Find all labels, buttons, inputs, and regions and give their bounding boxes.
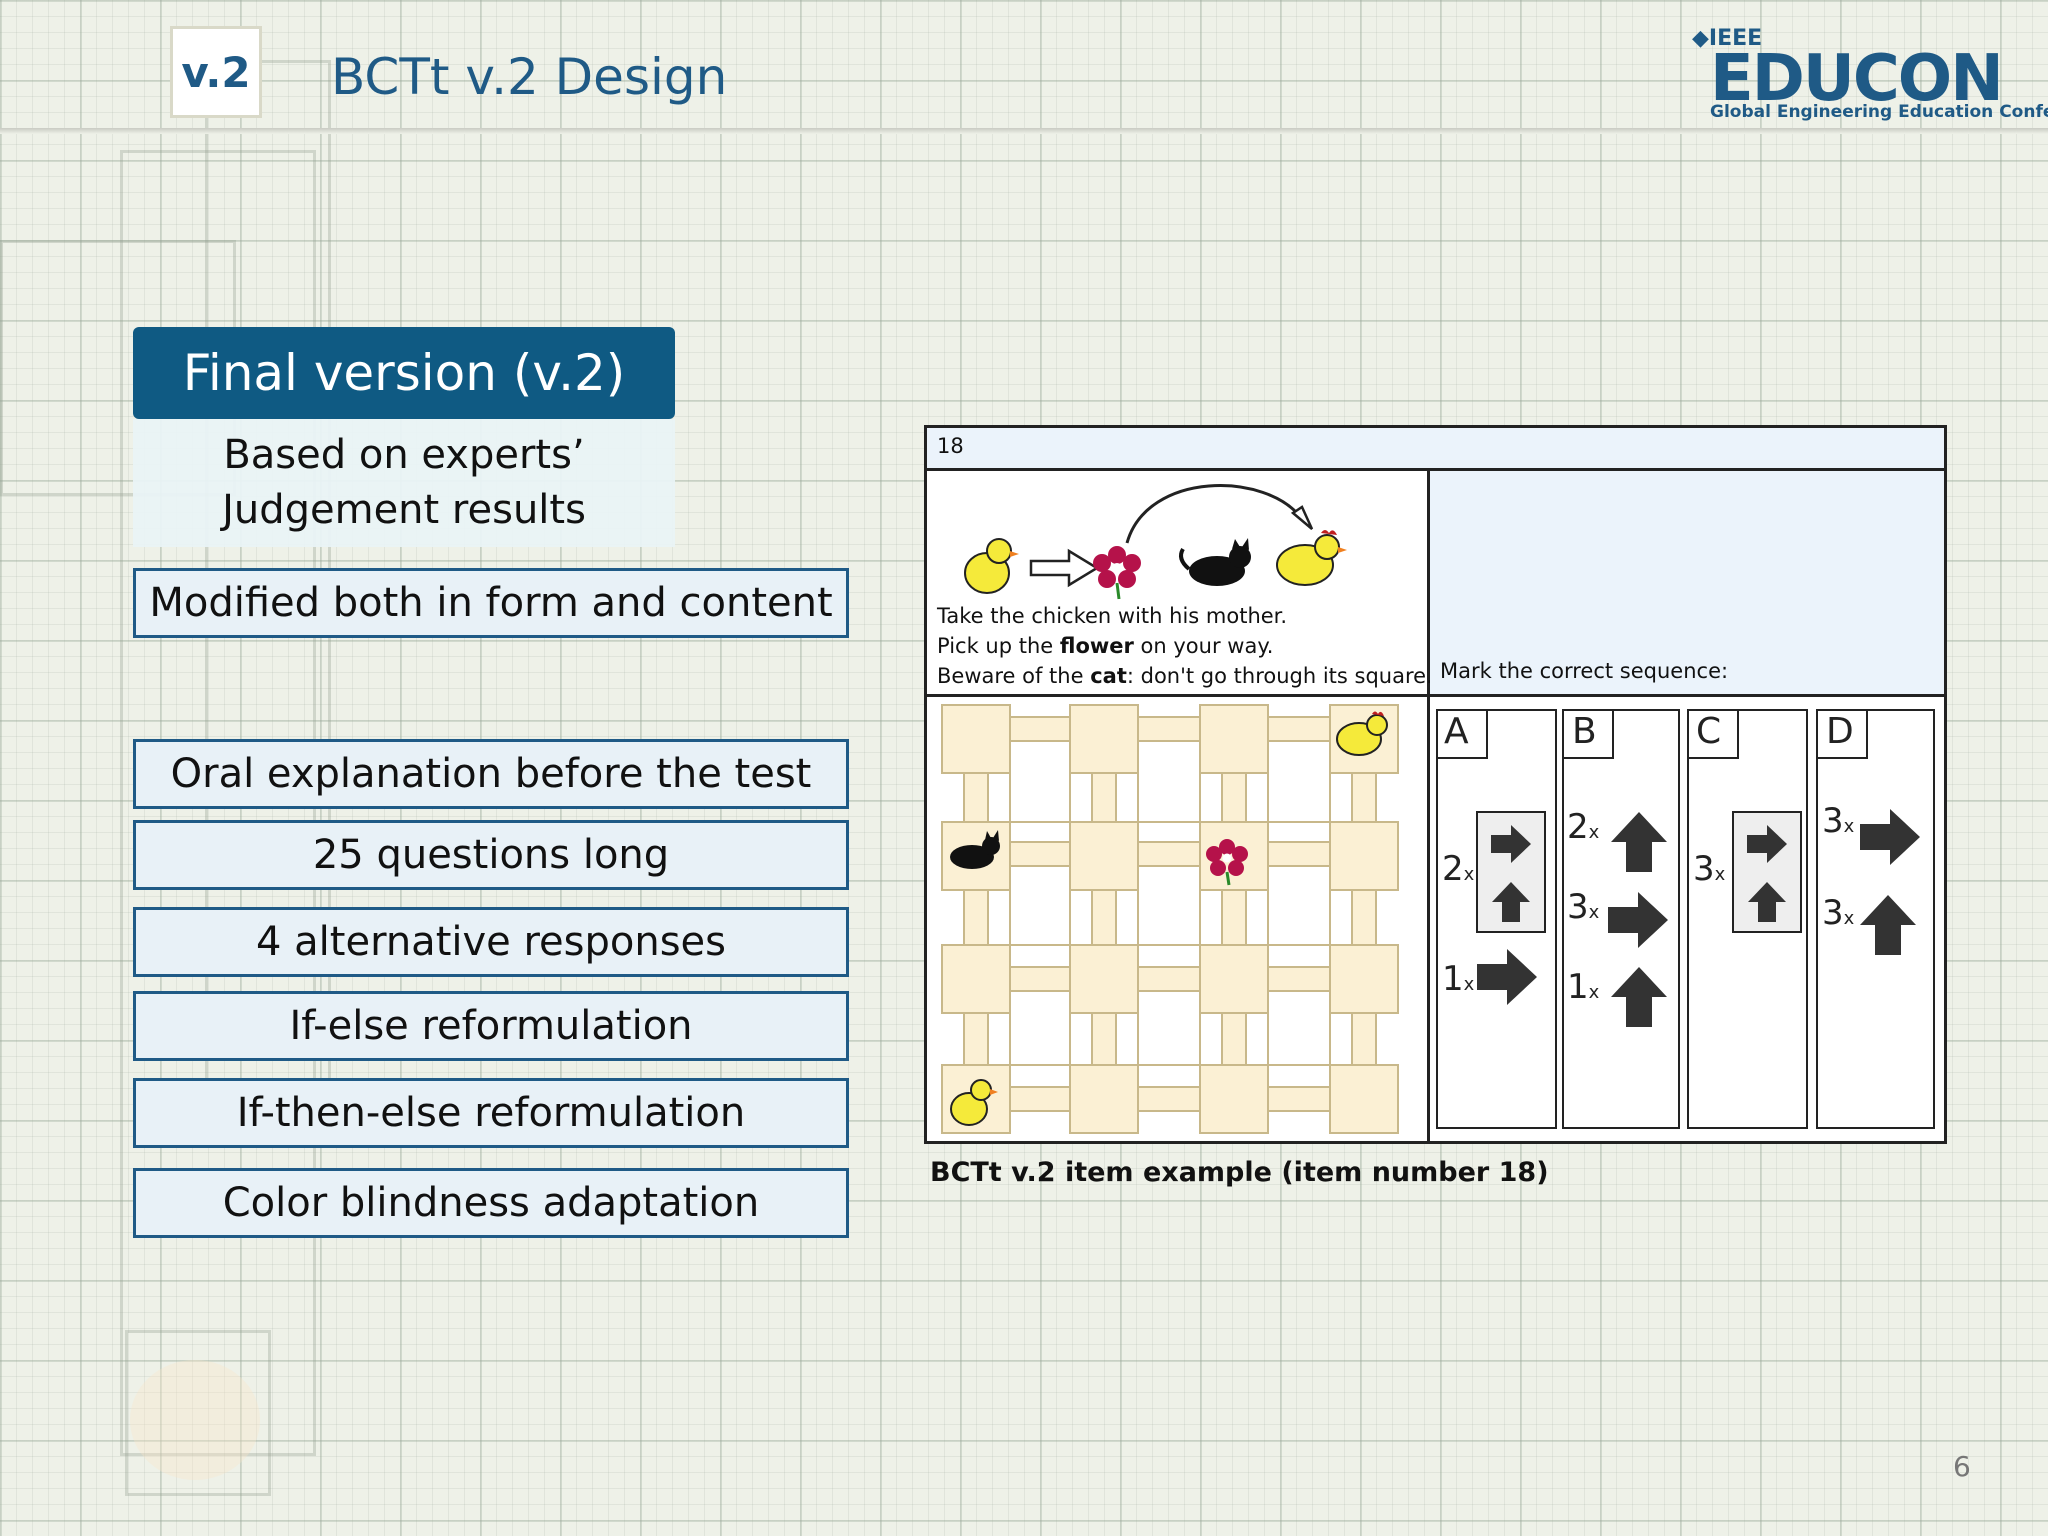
flower-icon [1206,839,1248,886]
background-track [125,1330,271,1496]
chicken-watermark [130,1360,260,1480]
chick-icon [950,1079,998,1126]
option-c-letter: C [1696,711,1722,752]
header-divider [0,128,2048,134]
answer-prompt: Mark the correct sequence: [1430,471,1944,694]
cat-icon [950,830,1000,869]
educon-logo: ◆IEEE EDUCON Global Engineering Educatio… [1692,26,2048,126]
item-number-row: 18 [927,428,1944,471]
option-b-letter: B [1572,711,1597,752]
slide-title: BCTt v.2 Design [331,48,728,106]
arrow-outline-icon [1029,548,1100,588]
option-a-letter: A [1444,711,1469,752]
instruction-line: Beware of the cat: don't go through its … [937,664,1433,688]
option-d-step-count: 3x [1822,801,1855,841]
educon-wordmark: EDUCON [1710,42,2004,116]
option-a-step-count: 1x [1442,959,1475,999]
cat-icon [1179,538,1251,586]
item-example: 18 [924,425,1947,1144]
feature-box: 25 questions long [133,820,849,890]
divider [927,694,1944,697]
conference-tagline: Global Engineering Education Conference [1710,102,2048,122]
hen-icon [1336,711,1388,756]
final-version-subheading: Based on experts’ Judgement results [133,419,675,547]
answer-options-graphic [1436,709,1935,1129]
feature-box: Oral explanation before the test [133,739,849,809]
page-number: 6 [1953,1450,1971,1483]
item-number: 18 [937,434,964,458]
ieee-logo-text: ◆IEEE [1692,26,1763,51]
modified-box: Modified both in form and content [133,568,849,638]
feature-box: If-else reformulation [133,991,849,1061]
option-a-loop-count: 2x [1442,849,1475,889]
version-badge: v.2 [170,26,262,118]
instruction-line: Take the chicken with his mother. [937,604,1288,628]
figure-caption: BCTt v.2 item example (item number 18) [930,1157,1549,1188]
flower-icon [1093,546,1141,600]
item-prompt: Take the chicken with his mother. Pick u… [927,471,1433,694]
option-c-loop-count: 3x [1693,849,1726,889]
feature-box: If-then-else reformulation [133,1078,849,1148]
prompt-illustration [964,484,1347,600]
option-d-letter: D [1826,711,1854,752]
maze-grid [941,704,1399,1134]
answer-options: A B C D 2x 1x 2x 3x 1x 3x 3x 3x [1430,697,1944,1141]
option-b-step-count: 1x [1567,967,1600,1007]
hen-icon [1276,530,1347,586]
option-b-step-count: 3x [1567,887,1600,927]
curved-arrow-icon [1125,484,1304,544]
feature-box: Color blindness adaptation [133,1168,849,1238]
feature-box: 4 alternative responses [133,907,849,977]
instruction-line: Pick up the flower on your way. [937,634,1274,658]
chick-icon [964,538,1019,594]
mark-sequence-label: Mark the correct sequence: [1440,659,1729,683]
option-d-step-count: 3x [1822,893,1855,933]
option-b-step-count: 2x [1567,807,1600,847]
final-version-heading: Final version (v.2) [133,327,675,419]
maze-board [927,697,1430,1141]
subheading-line: Based on experts’ [223,432,585,478]
subheading-line: Judgement results [222,487,586,533]
